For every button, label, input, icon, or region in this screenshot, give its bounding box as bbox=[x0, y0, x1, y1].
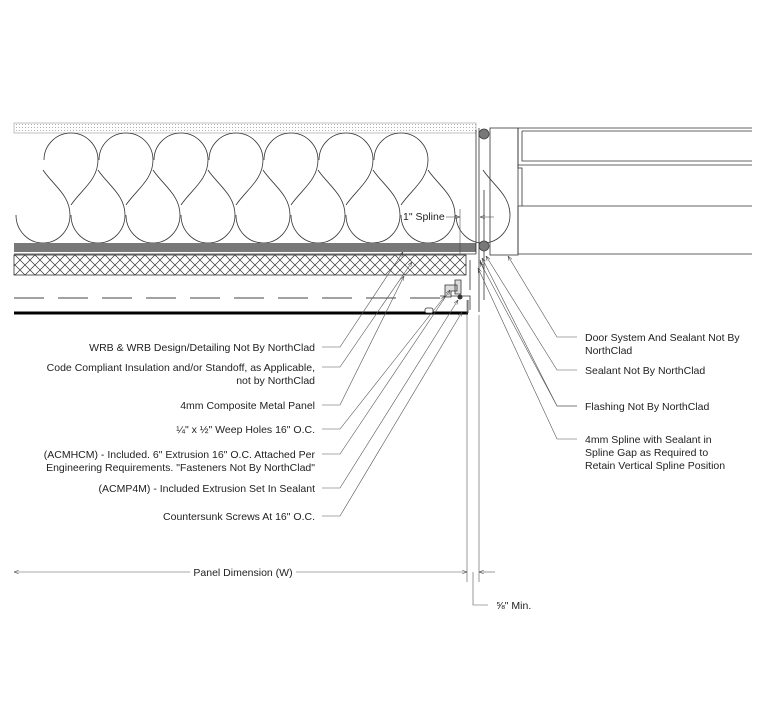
min-dimension-label: ⅝" Min. bbox=[496, 600, 531, 612]
batt-lobe bbox=[318, 132, 374, 206]
door-system bbox=[489, 127, 752, 256]
leader-line bbox=[322, 312, 462, 517]
leader-line bbox=[322, 300, 458, 489]
callout-label: Engineering Requirements. "Fasteners Not… bbox=[46, 462, 315, 474]
callout-label: (ACMP4M) - Included Extrusion Set In Sea… bbox=[98, 483, 315, 495]
sealant-bead-top bbox=[478, 128, 490, 140]
spline bbox=[475, 128, 485, 312]
batt-lobe bbox=[70, 169, 126, 244]
callout-label: Flashing Not By NorthClad bbox=[585, 401, 709, 413]
spline-dimension-label: 1" Spline bbox=[403, 211, 445, 223]
rigid-insulation-layer bbox=[13, 254, 467, 276]
callout-label: WRB & WRB Design/Detailing Not By NorthC… bbox=[89, 342, 315, 354]
batt-lobe bbox=[180, 169, 236, 244]
leader-line bbox=[322, 262, 412, 368]
callout-label: 4mm Composite Metal Panel bbox=[180, 400, 315, 412]
callout-label: Sealant Not By NorthClad bbox=[585, 365, 705, 377]
batt-insulation bbox=[15, 132, 511, 244]
sealant-bead-bottom bbox=[478, 240, 490, 252]
batt-lobe bbox=[400, 169, 456, 244]
callout-label: (ACMHCM) - Included. 6" Extrusion 16" O.… bbox=[44, 449, 316, 461]
batt-lobe bbox=[208, 132, 264, 206]
callout-label: Retain Vertical Spline Position bbox=[585, 460, 725, 472]
callout-label: NorthClad bbox=[585, 345, 632, 357]
callout-label: Code Compliant Insulation and/or Standof… bbox=[47, 362, 315, 374]
weep-hole bbox=[424, 307, 434, 314]
batt-lobe bbox=[15, 169, 71, 244]
callout-label: not by NorthClad bbox=[236, 375, 315, 387]
leader-line bbox=[480, 262, 577, 407]
sheathing-layer bbox=[13, 122, 477, 134]
panel-dimension-label: Panel Dimension (W) bbox=[193, 567, 292, 579]
leader-line bbox=[322, 290, 450, 455]
callout-label: Countersunk Screws At 16" O.C. bbox=[163, 511, 315, 523]
leader-line bbox=[478, 268, 577, 440]
batt-lobe bbox=[43, 132, 99, 206]
leader-line bbox=[322, 252, 403, 348]
leader-line bbox=[508, 256, 577, 338]
callout-label: 4mm Spline with Sealant in bbox=[585, 434, 712, 446]
leader-line bbox=[482, 258, 577, 407]
batt-lobe bbox=[153, 132, 209, 206]
batt-lobe bbox=[345, 169, 401, 244]
batt-lobe bbox=[455, 169, 511, 244]
batt-lobe bbox=[98, 132, 154, 206]
leader-line bbox=[486, 256, 577, 371]
callout-label: Door System And Sealant Not By bbox=[585, 332, 740, 344]
wrb-layer bbox=[14, 243, 476, 252]
batt-lobe bbox=[373, 132, 429, 206]
batt-lobe bbox=[263, 132, 319, 206]
batt-lobe bbox=[290, 169, 346, 244]
callout-label: ¼" x ½" Weep Holes 16" O.C. bbox=[176, 424, 315, 436]
callout-label: Spline Gap as Required to bbox=[585, 447, 708, 459]
leader-line bbox=[322, 276, 404, 406]
extrusion-clip bbox=[444, 279, 462, 298]
leader-line bbox=[322, 296, 445, 430]
batt-lobe bbox=[235, 169, 291, 244]
batt-lobe bbox=[125, 169, 181, 244]
